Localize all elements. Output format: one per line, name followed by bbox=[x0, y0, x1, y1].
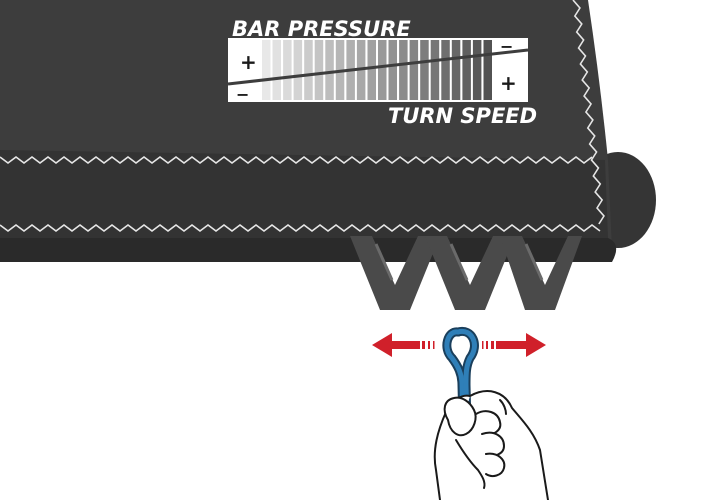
legend-stripe bbox=[462, 40, 471, 100]
arrow-dash-left-1 bbox=[422, 341, 425, 349]
bar-pressure-plus-sign: + bbox=[240, 50, 257, 74]
hand-crease bbox=[455, 439, 486, 489]
bridle-loop-2 bbox=[425, 236, 515, 310]
bridle-loop-3-highlight bbox=[524, 243, 544, 281]
stitch-line-bottom bbox=[0, 224, 601, 232]
turn-speed-plus-sign: + bbox=[500, 71, 517, 95]
arrow-dash-right-2 bbox=[486, 341, 488, 349]
pigtail-loop-icon bbox=[442, 326, 479, 430]
stitch-line-right bbox=[572, 0, 605, 225]
hand-finger-3 bbox=[485, 452, 506, 477]
legend-stripe bbox=[483, 40, 492, 100]
loop-strand-right bbox=[455, 328, 477, 428]
arrow-head-right bbox=[526, 333, 546, 357]
arrow-dash-left-3 bbox=[433, 341, 435, 349]
turn-speed-minus-sign: − bbox=[236, 85, 249, 104]
legend-stripe bbox=[472, 40, 482, 100]
hand-thumb bbox=[443, 396, 477, 437]
bridle-loop-2-highlight bbox=[449, 243, 469, 281]
legend-stripe bbox=[388, 40, 397, 100]
loop-strand-left bbox=[444, 329, 466, 428]
arrow-dash-left-2 bbox=[428, 341, 430, 349]
legend-stripe bbox=[367, 40, 376, 100]
bridle-loop-1-highlight bbox=[374, 243, 394, 281]
hand-knuckle-line bbox=[499, 399, 507, 415]
legend-stripe bbox=[293, 40, 303, 100]
legend-divider-line bbox=[227, 48, 529, 86]
trailing-edge-strip bbox=[0, 150, 608, 238]
hand-icon bbox=[433, 390, 549, 500]
legend-stripe bbox=[283, 40, 292, 100]
bridle-loop-1 bbox=[350, 236, 440, 310]
hand-finger-2 bbox=[481, 431, 505, 457]
legend-stripe bbox=[420, 40, 429, 100]
hand-back-edge bbox=[469, 390, 549, 500]
legend-top-label: BAR PRESSURE bbox=[232, 17, 411, 41]
legend-stripe bbox=[430, 40, 440, 100]
arrow-head-left bbox=[372, 333, 392, 357]
legend-stripe bbox=[314, 40, 324, 100]
stitch-line-top bbox=[0, 156, 593, 164]
bridle-attachment-loops bbox=[350, 236, 582, 310]
legend-stripe bbox=[378, 40, 387, 100]
legend-stripe bbox=[451, 40, 461, 100]
legend-stripe bbox=[262, 40, 271, 100]
legend-bottom-label: TURN SPEED bbox=[388, 104, 537, 128]
legend-stripe bbox=[399, 40, 408, 100]
legend-stripe bbox=[441, 40, 450, 100]
legend-stripe bbox=[409, 40, 419, 100]
bar-pressure-minus-sign: − bbox=[500, 37, 513, 56]
arrow-shaft-right bbox=[496, 341, 526, 349]
legend-stripe bbox=[272, 40, 281, 100]
arrow-dash-right-1 bbox=[491, 341, 494, 349]
double-headed-arrow-icon bbox=[372, 333, 546, 357]
hand-finger-1 bbox=[475, 410, 502, 436]
arrow-shaft-left bbox=[390, 341, 420, 349]
kite-bottom-edge bbox=[0, 238, 617, 262]
legend-stripe bbox=[304, 40, 313, 100]
legend-stripe bbox=[325, 40, 334, 100]
arrow-dash-right-3 bbox=[482, 341, 484, 349]
bridle-loop-3 bbox=[500, 236, 582, 310]
pressure-speed-legend: BAR PRESSURE TURN SPEED + − − + bbox=[227, 17, 537, 128]
